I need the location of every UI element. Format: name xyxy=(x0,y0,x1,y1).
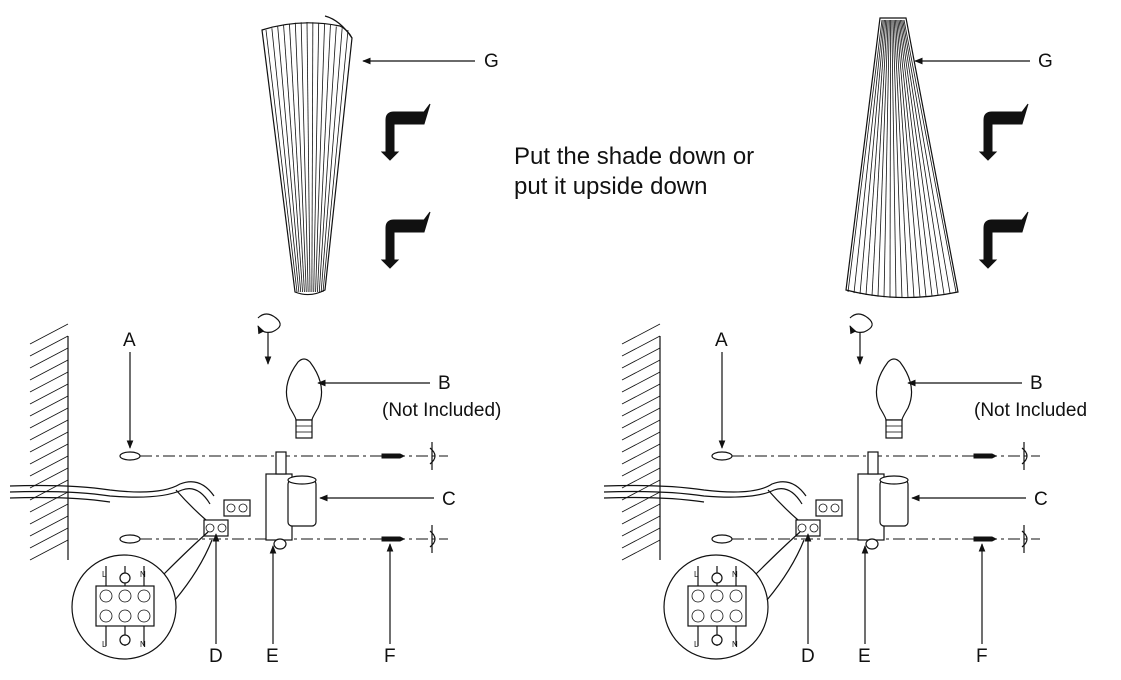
right-figure xyxy=(603,17,1040,660)
left-label-b-note: (Not Included) xyxy=(382,400,502,421)
left-mark-live-bottom: L xyxy=(102,640,107,649)
instruction-line-1: Put the shade down or xyxy=(514,143,755,170)
left-label-g: G xyxy=(484,51,499,72)
left-shade xyxy=(261,15,353,296)
left-label-e: E xyxy=(266,646,279,667)
right-shade xyxy=(845,17,959,299)
left-label-d: D xyxy=(209,646,223,667)
left-cable xyxy=(9,481,215,521)
right-label-g: G xyxy=(1038,51,1053,72)
left-figure xyxy=(9,15,475,660)
right-label-f: F xyxy=(976,646,988,667)
right-down-arrows xyxy=(978,103,1029,269)
left-terminal-blocks xyxy=(203,499,251,537)
left-down-arrows xyxy=(380,103,431,269)
right-mark-live-top: L xyxy=(694,570,699,579)
left-terminal-callout xyxy=(71,531,213,660)
right-mark-neutral-bottom: N xyxy=(732,640,738,649)
left-mark-live-top: L xyxy=(102,570,107,579)
right-bulb xyxy=(875,358,913,439)
right-mark-neutral-top: N xyxy=(732,570,738,579)
left-label-f: F xyxy=(384,646,396,667)
instruction-text: Put the shade down or put it upside down xyxy=(514,142,754,202)
right-lampholder xyxy=(857,451,909,550)
left-label-c: C xyxy=(442,489,456,510)
left-mark-neutral-top: N xyxy=(140,570,146,579)
instruction-line-2: put it upside down xyxy=(514,173,708,200)
right-mark-live-bottom: L xyxy=(694,640,699,649)
right-cable xyxy=(603,481,807,521)
right-terminal-blocks xyxy=(795,499,843,537)
right-label-a: A xyxy=(715,330,728,351)
right-label-e: E xyxy=(858,646,871,667)
left-lampholder xyxy=(265,451,317,550)
right-label-b-note: (Not Included xyxy=(974,400,1088,421)
left-label-a: A xyxy=(123,330,136,351)
right-terminal-callout xyxy=(663,531,805,660)
right-label-c: C xyxy=(1034,489,1048,510)
left-wall xyxy=(29,323,69,561)
right-wall xyxy=(621,323,661,561)
left-bulb xyxy=(285,358,323,439)
right-label-b: B xyxy=(1030,373,1043,394)
right-label-d: D xyxy=(801,646,815,667)
left-mark-neutral-bottom: N xyxy=(140,640,146,649)
left-label-b: B xyxy=(438,373,451,394)
